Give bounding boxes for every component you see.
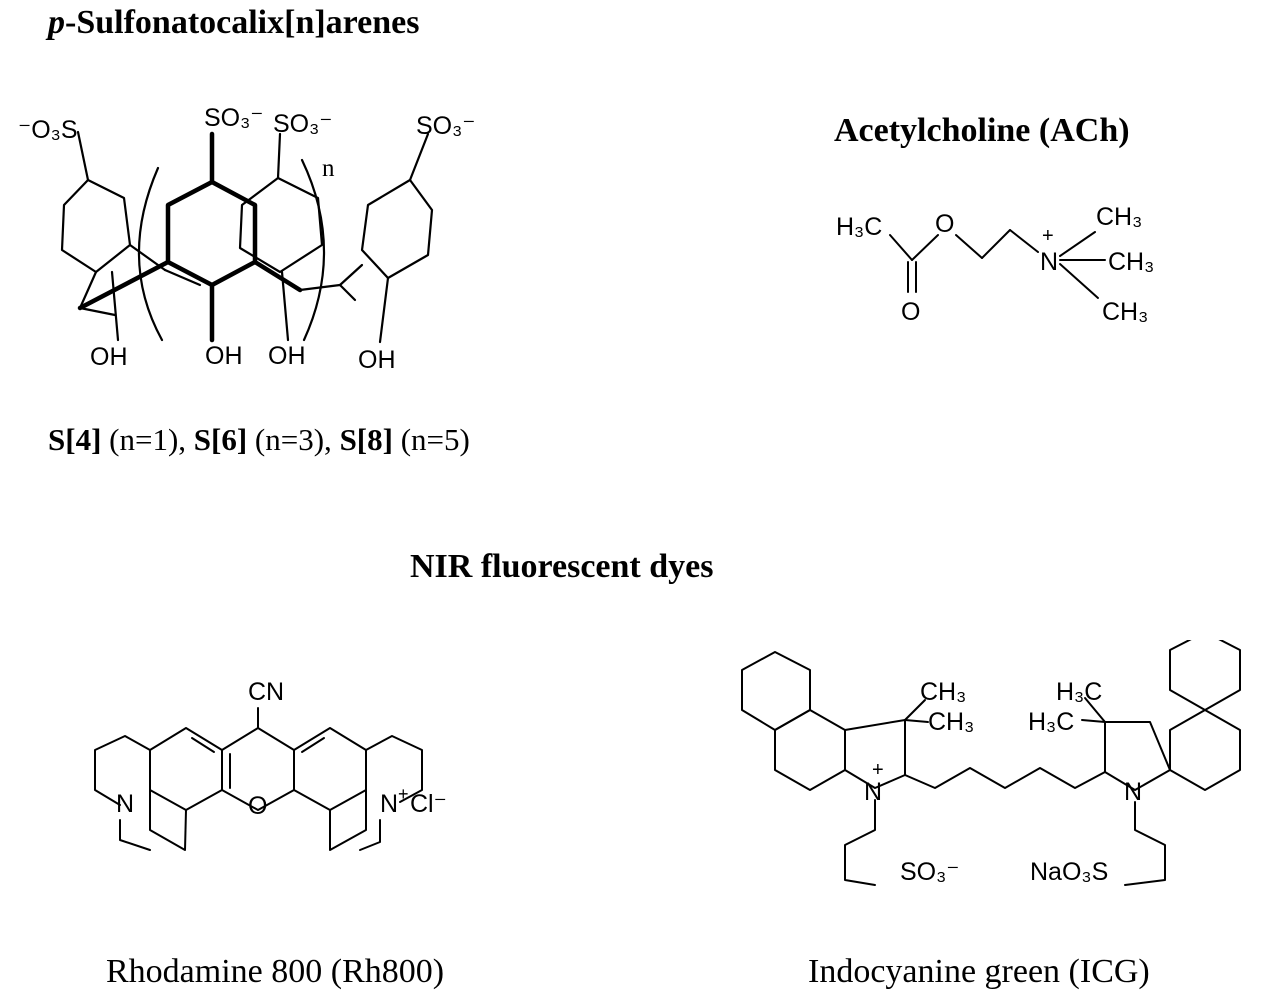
rh800-label-n-right: N	[380, 790, 398, 818]
calixarene-heading: p-Sulfonatocalix[n]arenes	[48, 4, 419, 42]
calix-label-o3s-left: ⁻O₃S	[18, 116, 78, 144]
rh800-label-n-left: N	[116, 790, 134, 818]
calixarene-heading-rest: -Sulfonatocalix[n]arenes	[65, 4, 420, 41]
icg-label-h3c-a: H₃C	[1056, 678, 1102, 706]
icg-label-ch3-a: CH₃	[920, 678, 966, 706]
ach-label-o-ester: O	[935, 210, 954, 238]
icg-label-ch3-b: CH₃	[928, 708, 974, 736]
icg-ring-right-a	[1169, 709, 1241, 791]
rh800-caption: Rhodamine 800 (Rh800)	[106, 953, 445, 990]
caption-s4: S[4]	[48, 422, 102, 457]
icg-label-h3c-b: H₃C	[1028, 708, 1074, 736]
ach-label-ch3-3: CH₃	[1102, 298, 1148, 326]
calix-label-oh-2: OH	[205, 342, 243, 370]
rh800-label-cl: Cl⁻	[410, 790, 447, 818]
calix-ring-left	[60, 178, 132, 274]
ach-label-n: N	[1040, 248, 1058, 276]
icg-label-n-right: N	[1124, 778, 1142, 806]
icg-label-n-plus: +	[872, 759, 884, 781]
rh800-label-plus: +	[398, 784, 409, 804]
calix-label-oh-1: OH	[90, 343, 128, 371]
icg-structure: CH₃ CH₃ H₃C H₃C + N N SO₃⁻ NaO₃S	[741, 640, 1241, 886]
icg-label-n-left: N	[864, 778, 882, 806]
calix-label-so3-1: SO₃⁻	[204, 104, 264, 132]
calix-label-n: n	[322, 155, 335, 182]
calix-ring-right	[360, 178, 434, 280]
icg-caption: Indocyanine green (ICG)	[808, 953, 1150, 990]
icg-label-so3: SO₃⁻	[900, 858, 960, 886]
calix-label-so3-right: SO₃⁻	[416, 112, 476, 140]
caption-s6-n: (n=3),	[247, 422, 340, 457]
calix-ring-front	[165, 179, 258, 288]
rh800-label-o: O	[248, 792, 267, 820]
calix-label-oh-3: OH	[268, 342, 306, 370]
calixarene-heading-prefix: p	[48, 4, 65, 41]
nir-dyes-heading: NIR fluorescent dyes	[410, 548, 714, 585]
icg-label-nao3s: NaO₃S	[1030, 858, 1108, 886]
caption-s8-n: (n=5)	[392, 422, 470, 457]
icg-ring-right-b	[1169, 640, 1241, 711]
acetylcholine-heading: Acetylcholine (ACh)	[834, 112, 1130, 149]
rh800-label-cn: CN	[248, 678, 284, 706]
ach-label-ch3-1: CH₃	[1096, 203, 1142, 231]
ach-label-h3c: H₃C	[836, 213, 882, 241]
rh800-ring-left	[149, 727, 223, 811]
ach-label-n-plus: +	[1042, 225, 1054, 247]
ach-label-o-carbonyl: O	[901, 298, 920, 326]
caption-s4-n: (n=1),	[101, 422, 194, 457]
calixarene-structure: ⁻O₃S SO₃⁻ SO₃⁻ SO₃⁻ n OH OH OH OH	[18, 104, 476, 374]
acetylcholine-structure: H₃C O O + N CH₃ CH₃ CH₃	[836, 203, 1154, 326]
rh800-structure: CN N O N + Cl⁻	[94, 678, 447, 851]
calixarene-caption: S[4] (n=1), S[6] (n=3), S[8] (n=5)	[48, 422, 470, 458]
caption-s6: S[6]	[193, 422, 248, 457]
calix-ring-middle	[238, 176, 324, 274]
calix-label-oh-4: OH	[358, 346, 396, 374]
rh800-ring-right	[293, 727, 367, 811]
icg-ring-left-b	[774, 709, 846, 791]
ach-label-ch3-2: CH₃	[1108, 248, 1154, 276]
caption-s8: S[8]	[339, 422, 393, 457]
calix-label-so3-2: SO₃⁻	[273, 110, 333, 138]
icg-ring-left-a	[741, 651, 811, 731]
